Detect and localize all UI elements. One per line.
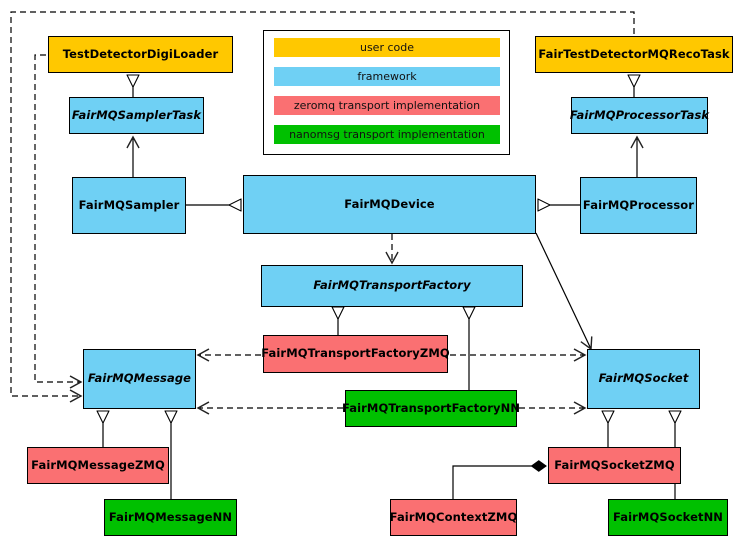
class-label: FairMQSocketNN (612, 509, 724, 524)
class-box-fairtestdetectormqrecotask[interactable]: FairTestDetectorMQRecoTask (535, 36, 733, 73)
legend-box: user code framework zeromq transport imp… (263, 30, 510, 155)
class-box-fairmqprocessor[interactable]: FairMQProcessor (580, 177, 697, 234)
class-label: FairTestDetectorMQRecoTask (538, 46, 730, 61)
class-box-fairmqmessage[interactable]: FairMQMessage (83, 349, 196, 409)
class-label: FairMQTransportFactoryZMQ (261, 346, 450, 361)
edge-device-to-socket (535, 232, 591, 349)
class-label: FairMQProcessor (582, 197, 695, 212)
legend-item-zeromq: zeromq transport implementation (274, 96, 500, 115)
class-box-fairmqsamplertask[interactable]: FairMQSamplerTask (69, 97, 204, 134)
class-box-testdetectordigiloader[interactable]: TestDetectorDigiLoader (48, 36, 233, 73)
class-label: FairMQContextZMQ (389, 509, 518, 524)
class-box-fairmqmessagenn[interactable]: FairMQMessageNN (104, 499, 237, 536)
legend-item-user-code: user code (274, 38, 500, 57)
class-label: FairMQSampler (78, 197, 180, 212)
class-box-fairmqsocketnn[interactable]: FairMQSocketNN (608, 499, 728, 536)
class-label: TestDetectorDigiLoader (62, 46, 219, 61)
class-box-fairmqmessagezmq[interactable]: FairMQMessageZMQ (27, 447, 169, 484)
class-label: FairMQMessageNN (108, 509, 233, 524)
class-label: FairMQSocket (598, 371, 689, 386)
class-label: FairMQTransportFactory (313, 278, 471, 293)
class-box-fairmqcontextzmq[interactable]: FairMQContextZMQ (390, 499, 517, 536)
class-box-fairmqsocket[interactable]: FairMQSocket (587, 349, 700, 409)
class-label: FairMQMessage (87, 371, 192, 386)
class-label: FairMQSamplerTask (71, 107, 202, 122)
class-label: FairMQDevice (344, 196, 435, 211)
legend-item-nanomsg: nanomsg transport implementation (274, 125, 500, 144)
class-label: FairMQMessageZMQ (31, 457, 165, 472)
class-box-fairmqsampler[interactable]: FairMQSampler (72, 177, 186, 234)
class-box-fairmqdevice[interactable]: FairMQDevice (243, 175, 536, 234)
class-box-fairmqtransportfactorynn[interactable]: FairMQTransportFactoryNN (341, 390, 521, 427)
class-label: FairMQSocketZMQ (554, 457, 675, 472)
legend-label: zeromq transport implementation (293, 99, 481, 112)
legend-label: framework (357, 70, 417, 83)
class-box-fairmqtransportfactoryzmq[interactable]: FairMQTransportFactoryZMQ (261, 335, 450, 373)
legend-label: nanomsg transport implementation (289, 128, 485, 141)
legend-item-framework: framework (274, 67, 500, 86)
class-box-fairmqsocketzmq[interactable]: FairMQSocketZMQ (548, 447, 681, 484)
class-box-fairmqtransportfactory[interactable]: FairMQTransportFactory (261, 265, 523, 307)
class-label: FairMQProcessorTask (569, 107, 710, 122)
edge-socketzmq-composition-contextzmq (452, 466, 546, 499)
class-box-fairmqprocessortask[interactable]: FairMQProcessorTask (569, 97, 710, 134)
class-label: FairMQTransportFactoryNN (341, 400, 521, 415)
legend-label: user code (359, 41, 415, 54)
